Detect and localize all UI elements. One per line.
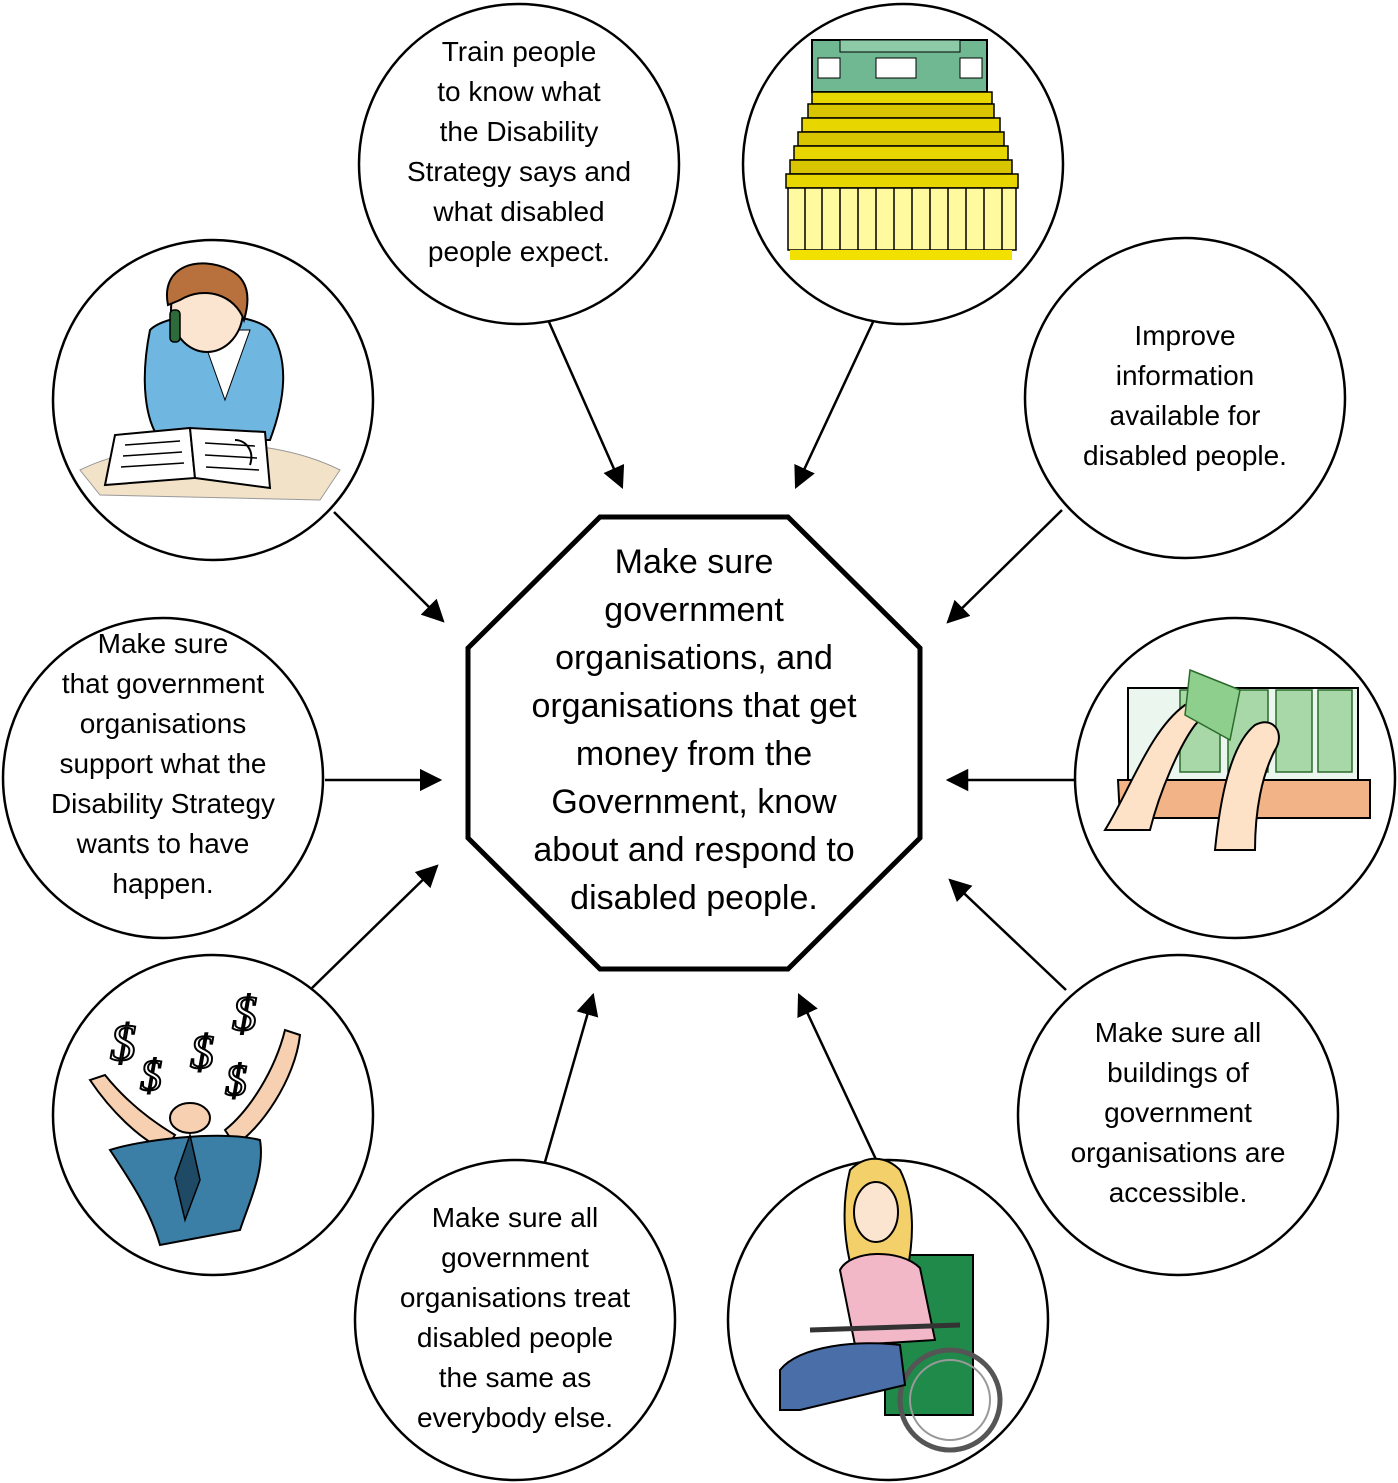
- circle-buildings: [1016, 953, 1340, 1277]
- node-train-line: people expect.: [427, 236, 611, 267]
- center-line: organisations, and: [555, 639, 833, 677]
- center-line: Government, know: [551, 783, 837, 821]
- node-support-text: Make sure that government organisations …: [13, 624, 313, 904]
- circle-improve: [1023, 236, 1347, 560]
- node-support-line: support what the: [59, 748, 267, 779]
- node-improve-line: disabled people.: [1083, 440, 1287, 471]
- arrow-money-rain: [311, 864, 439, 989]
- node-support-line: that government: [61, 668, 265, 699]
- node-buildings-line: organisations are: [1070, 1137, 1286, 1168]
- money-drawer-icon: [1103, 668, 1371, 851]
- arrow-treat: [543, 992, 599, 1163]
- arrow-wheelchair: [797, 992, 882, 1169]
- woman-in-wheelchair-icon: [779, 1157, 1003, 1453]
- node-train-line: what disabled: [433, 196, 605, 227]
- circle-support: [1, 616, 325, 940]
- circle-train: [357, 2, 681, 326]
- node-treat-line: the same as: [438, 1362, 592, 1393]
- node-buildings-text: Make sure all buildings of government or…: [1028, 1013, 1328, 1213]
- arrow-buildings: [948, 878, 1067, 991]
- node-train-line: the Disability: [439, 116, 599, 147]
- node-train-line: Strategy says and: [406, 156, 632, 187]
- center-line: disabled people.: [570, 879, 818, 917]
- node-improve-line: information: [1115, 360, 1255, 391]
- center-line: organisations that get: [531, 687, 857, 725]
- node-support-line: organisations: [79, 708, 247, 739]
- node-treat-line: organisations treat: [399, 1282, 631, 1313]
- node-support-line: wants to have: [76, 828, 250, 859]
- node-improve-line: available for: [1109, 400, 1261, 431]
- node-buildings-line: government: [1104, 1097, 1252, 1128]
- node-support-line: happen.: [112, 868, 214, 899]
- svg-text:$: $: [110, 1015, 136, 1072]
- circle-treat: [353, 1158, 677, 1482]
- node-buildings-line: buildings of: [1107, 1057, 1249, 1088]
- node-treat-text: Make sure all government organisations t…: [365, 1198, 665, 1438]
- node-treat-line: everybody else.: [416, 1402, 614, 1433]
- woman-reading-phone-icon: [79, 262, 341, 501]
- svg-text:$: $: [232, 985, 257, 1041]
- node-buildings-line: Make sure all: [1094, 1017, 1262, 1048]
- node-train-line: to know what: [437, 76, 601, 107]
- center-line: money from the: [575, 735, 813, 773]
- node-treat-line: Make sure all: [431, 1202, 599, 1233]
- center-octagon: [465, 514, 923, 972]
- node-buildings-line: accessible.: [1108, 1177, 1248, 1208]
- node-improve-text: Improve information available for disabl…: [1040, 316, 1330, 476]
- arrow-parliament: [794, 321, 875, 490]
- svg-text:$: $: [140, 1051, 162, 1100]
- node-treat-line: disabled people: [416, 1322, 614, 1353]
- man-catching-money-icon: $ $ $ $ $: [88, 984, 302, 1247]
- node-train-line: Train people: [441, 36, 597, 67]
- node-improve-line: Improve: [1134, 320, 1236, 351]
- arrow-reader: [333, 511, 445, 623]
- node-train-text: Train people to know what the Disability…: [369, 32, 669, 272]
- center-text: Make sure government organisations, and …: [488, 538, 900, 922]
- center-line: about and respond to: [533, 831, 855, 869]
- svg-text:$: $: [225, 1056, 247, 1105]
- node-support-line: Make sure: [97, 628, 229, 659]
- arrow-train: [547, 321, 625, 490]
- arrow-improve: [946, 509, 1063, 624]
- node-support-line: Disability Strategy: [50, 788, 276, 819]
- parliament-building-icon: [785, 39, 1019, 260]
- center-line: government: [604, 591, 784, 629]
- svg-text:$: $: [190, 1026, 214, 1079]
- center-line: Make sure: [614, 543, 774, 581]
- node-treat-line: government: [441, 1242, 589, 1273]
